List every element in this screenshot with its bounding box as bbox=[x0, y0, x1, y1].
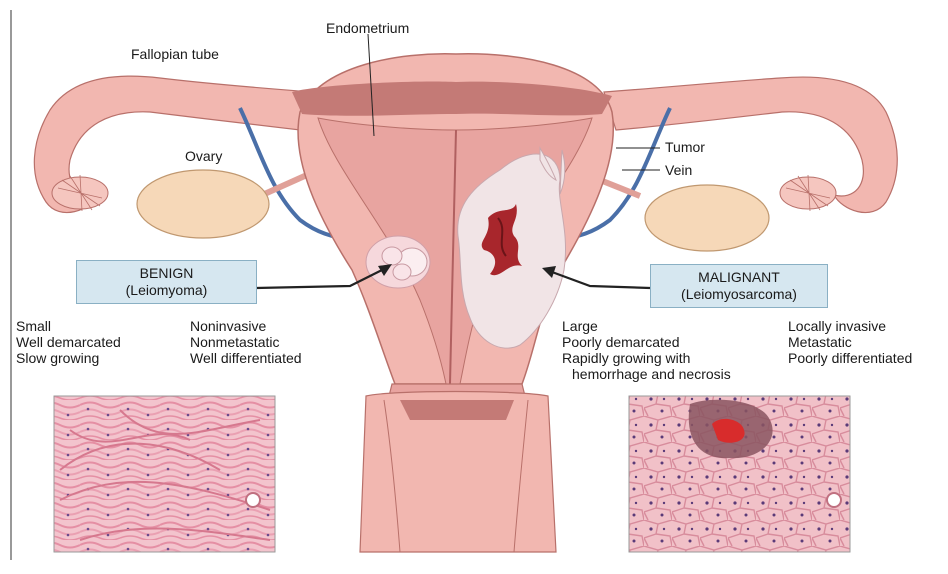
cervical-os bbox=[400, 400, 514, 420]
malignant-feature: Poorly differentiated bbox=[788, 350, 912, 366]
malignant-arrow-line bbox=[552, 272, 650, 288]
benign-feature: Slow growing bbox=[16, 350, 121, 366]
malignant-box: MALIGNANT (Leiomyosarcoma) bbox=[650, 264, 828, 308]
benign-features-col2: Noninvasive Nonmetastatic Well different… bbox=[190, 318, 302, 366]
benign-title: BENIGN bbox=[77, 265, 256, 282]
malignant-title: MALIGNANT bbox=[651, 269, 827, 286]
malignant-feature: Locally invasive bbox=[788, 318, 912, 334]
label-fallopian-tube: Fallopian tube bbox=[131, 46, 219, 62]
benign-features-col1: Small Well demarcated Slow growing bbox=[16, 318, 121, 366]
malignant-vessel bbox=[827, 493, 841, 507]
benign-feature: Well demarcated bbox=[16, 334, 121, 350]
malignant-subtitle: (Leiomyosarcoma) bbox=[651, 286, 827, 303]
malignant-features-col1: Large Poorly demarcated Rapidly growing … bbox=[562, 318, 731, 382]
malignant-feature: hemorrhage and necrosis bbox=[562, 366, 731, 382]
malignant-feature: Large bbox=[562, 318, 731, 334]
left-ovary bbox=[137, 170, 269, 238]
benign-feature: Nonmetastatic bbox=[190, 334, 302, 350]
malignant-features-col2: Locally invasive Metastatic Poorly diffe… bbox=[788, 318, 912, 366]
label-tumor: Tumor bbox=[665, 139, 705, 155]
leiomyoma-nodule bbox=[366, 236, 430, 288]
malignant-feature: Poorly demarcated bbox=[562, 334, 731, 350]
benign-vessel bbox=[246, 493, 260, 507]
label-ovary: Ovary bbox=[185, 148, 222, 164]
benign-feature: Well differentiated bbox=[190, 350, 302, 366]
label-vein: Vein bbox=[665, 162, 692, 178]
malignant-feature: Metastatic bbox=[788, 334, 912, 350]
benign-feature: Noninvasive bbox=[190, 318, 302, 334]
benign-subtitle: (Leiomyoma) bbox=[77, 282, 256, 299]
right-ovary bbox=[645, 185, 769, 251]
malignant-feature: Rapidly growing with bbox=[562, 350, 731, 366]
right-fallopian-tube bbox=[604, 77, 897, 212]
benign-box: BENIGN (Leiomyoma) bbox=[76, 260, 257, 304]
label-endometrium: Endometrium bbox=[326, 20, 409, 36]
benign-feature: Small bbox=[16, 318, 121, 334]
